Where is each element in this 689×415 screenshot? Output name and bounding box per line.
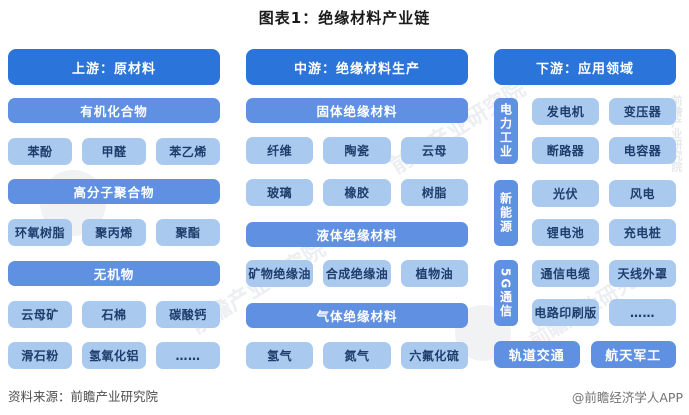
item-styrene: 苯乙烯 xyxy=(156,138,220,165)
subheader-inorganic: 无机物 xyxy=(8,261,220,286)
item-vegetable-oil: 植物油 xyxy=(400,260,468,287)
item-mica-ore: 云母矿 xyxy=(8,301,72,328)
5g-communication-grid: 通信电缆 天线外罩 电路印刷版 …… xyxy=(532,260,676,326)
item-phenol: 苯酚 xyxy=(8,138,72,165)
item-mica: 云母 xyxy=(400,137,468,164)
item-rubber: 橡胶 xyxy=(323,179,391,206)
row-organic-items: 苯酚 甲醛 苯乙烯 xyxy=(8,138,220,165)
item-glass: 玻璃 xyxy=(246,179,314,206)
item-rail-transit: 轨道交通 xyxy=(494,341,580,368)
subheader-liquid-insulation: 液体绝缘材料 xyxy=(246,222,468,247)
row-polymer-items: 环氧树脂 聚丙烯 聚酯 xyxy=(8,219,220,246)
item-formaldehyde: 甲醛 xyxy=(82,138,146,165)
item-sf6: 六氟化硫 xyxy=(400,342,468,369)
item-communication-cable: 通信电缆 xyxy=(532,260,599,287)
subheader-solid-insulation: 固体绝缘材料 xyxy=(246,98,468,123)
row-downstream-extra: 轨道交通 航天军工 xyxy=(494,341,676,368)
item-ellipsis: …… xyxy=(156,342,220,369)
column-downstream: 下游：应用领域 电力工业 发电机 变压器 断路器 电容器 新能源 光伏 风电 锂… xyxy=(494,49,676,368)
subheader-gas-insulation: 气体绝缘材料 xyxy=(246,303,468,328)
item-nitrogen: 氮气 xyxy=(323,342,391,369)
item-mineral-oil: 矿物绝缘油 xyxy=(246,260,314,287)
5g-communication-tab: 5G通信 xyxy=(494,260,518,326)
row-inorganic-items-2: 滑石粉 氢氧化铝 …… xyxy=(8,342,220,369)
item-asbestos: 石棉 xyxy=(82,301,146,328)
downstream-header: 下游：应用领域 xyxy=(494,49,676,85)
item-lithium-battery: 锂电池 xyxy=(532,219,599,246)
column-midstream: 中游：绝缘材料生产 固体绝缘材料 纤维 陶瓷 云母 玻璃 橡胶 树脂 液体绝缘材… xyxy=(246,49,468,369)
row-solid-items-1: 纤维 陶瓷 云母 xyxy=(246,137,468,164)
row-solid-items-2: 玻璃 橡胶 树脂 xyxy=(246,179,468,206)
upstream-header: 上游：原材料 xyxy=(8,49,220,85)
item-capacitor: 电容器 xyxy=(609,137,676,164)
item-fiber: 纤维 xyxy=(246,137,314,164)
page-title: 图表1：绝缘材料产业链 xyxy=(258,9,431,27)
group-5g-communication: 5G通信 通信电缆 天线外罩 电路印刷版 …… xyxy=(494,260,676,326)
item-synthetic-oil: 合成绝缘油 xyxy=(323,260,391,287)
item-ellipsis: …… xyxy=(609,299,676,326)
new-energy-tab: 新能源 xyxy=(494,180,518,246)
item-calcium-carbonate: 碳酸钙 xyxy=(156,301,220,328)
item-resin: 树脂 xyxy=(400,179,468,206)
item-polyester: 聚酯 xyxy=(156,219,220,246)
item-charging-pile: 充电桩 xyxy=(609,219,676,246)
item-photovoltaic: 光伏 xyxy=(532,180,599,207)
column-upstream: 上游：原材料 有机化合物 苯酚 甲醛 苯乙烯 高分子聚合物 环氧树脂 聚丙烯 聚… xyxy=(8,49,220,369)
item-transformer: 变压器 xyxy=(609,98,676,125)
item-epoxy-resin: 环氧树脂 xyxy=(8,219,72,246)
item-wind-power: 风电 xyxy=(609,180,676,207)
item-aluminum-hydroxide: 氢氧化铝 xyxy=(82,342,146,369)
item-generator: 发电机 xyxy=(532,98,599,125)
row-inorganic-items-1: 云母矿 石棉 碳酸钙 xyxy=(8,301,220,328)
item-aerospace-military: 航天军工 xyxy=(590,341,676,368)
group-new-energy: 新能源 光伏 风电 锂电池 充电桩 xyxy=(494,180,676,246)
midstream-header: 中游：绝缘材料生产 xyxy=(246,49,468,85)
power-industry-grid: 发电机 变压器 断路器 电容器 xyxy=(532,98,676,164)
source-note: 资料来源：前瞻产业研究院 xyxy=(8,389,159,404)
group-power-industry: 电力工业 发电机 变压器 断路器 电容器 xyxy=(494,98,676,164)
item-talc-powder: 滑石粉 xyxy=(8,342,72,369)
item-circuit-breaker: 断路器 xyxy=(532,137,599,164)
subheader-polymer: 高分子聚合物 xyxy=(8,179,220,204)
item-polypropylene: 聚丙烯 xyxy=(82,219,146,246)
row-liquid-items: 矿物绝缘油 合成绝缘油 植物油 xyxy=(246,260,468,287)
item-printed-circuit: 电路印刷版 xyxy=(532,299,599,326)
subheader-organic-compounds: 有机化合物 xyxy=(8,98,220,123)
credit-note: @前瞻经济学人APP xyxy=(571,390,683,405)
item-antenna-cover: 天线外罩 xyxy=(609,260,676,287)
power-industry-tab: 电力工业 xyxy=(494,98,518,164)
new-energy-grid: 光伏 风电 锂电池 充电桩 xyxy=(532,180,676,246)
item-ceramics: 陶瓷 xyxy=(323,137,391,164)
row-gas-items: 氢气 氮气 六氟化硫 xyxy=(246,342,468,369)
item-hydrogen: 氢气 xyxy=(246,342,314,369)
